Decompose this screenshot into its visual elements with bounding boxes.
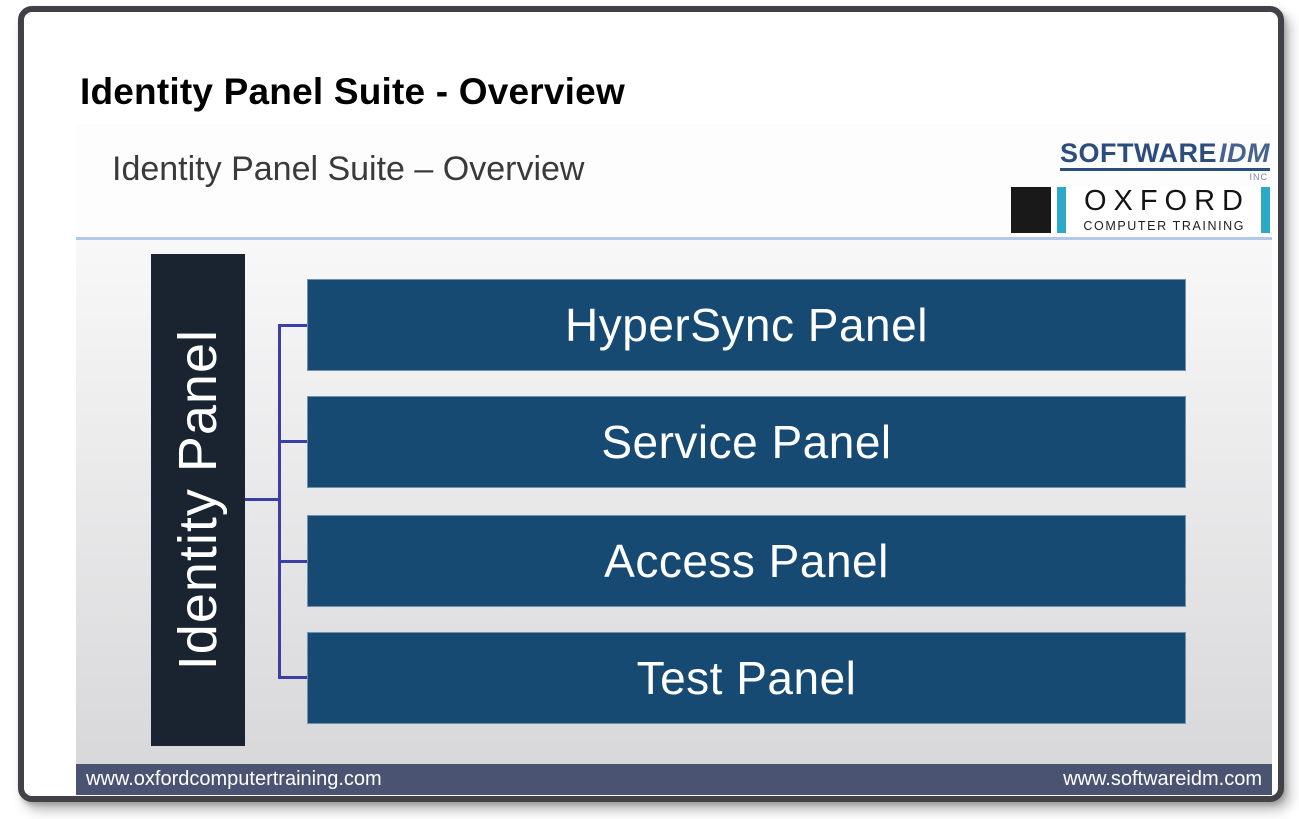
- logo-group: SOFTWARE IDM INC OXFORD COMPUTER TRAININ…: [1010, 140, 1270, 233]
- oxford-logo-text: OXFORD COMPUTER TRAINING: [1072, 187, 1255, 233]
- oxford-computer-training-logo: OXFORD COMPUTER TRAINING: [1010, 187, 1270, 233]
- diagram-node-test-panel: Test Panel: [307, 632, 1186, 724]
- slide-header: Identity Panel Suite – Overview SOFTWARE…: [76, 124, 1272, 237]
- slide-footer-bar: www.oxfordcomputertraining.com www.softw…: [76, 764, 1272, 795]
- connector-branch-3: [278, 560, 307, 563]
- connector-stem: [245, 498, 278, 501]
- connector-branch-1: [278, 324, 307, 327]
- oxford-logo-subtitle: COMPUTER TRAINING: [1083, 219, 1246, 234]
- connector-trunk: [278, 324, 281, 679]
- header-divider-rule: [76, 237, 1272, 240]
- oxford-logo-name: OXFORD: [1083, 185, 1250, 218]
- softwareidm-logo: SOFTWARE IDM INC: [1060, 140, 1270, 182]
- oxford-logo-left-bar-icon: [1056, 187, 1066, 233]
- slide-title: Identity Panel Suite – Overview: [112, 150, 585, 188]
- diagram-root-node: Identity Panel: [151, 254, 245, 746]
- softwareidm-wordmark: SOFTWARE IDM: [1060, 140, 1270, 171]
- diagram-node-access-panel: Access Panel: [307, 515, 1186, 607]
- softwareidm-inc-text: INC: [1249, 172, 1268, 182]
- diagram-area: Identity Panel HyperSync Panel Service P…: [76, 240, 1272, 764]
- oxford-logo-square-icon: [1010, 187, 1051, 233]
- slide-page-frame: Identity Panel Suite - Overview Identity…: [18, 6, 1284, 802]
- footer-left-url: www.oxfordcomputertraining.com: [86, 768, 382, 790]
- softwareidm-brand-text: SOFTWARE: [1060, 138, 1217, 168]
- footer-right-url: www.softwareidm.com: [1063, 768, 1262, 790]
- diagram-root-label: Identity Panel: [168, 329, 228, 671]
- connector-branch-2: [278, 440, 307, 443]
- slide: Identity Panel Suite – Overview SOFTWARE…: [76, 124, 1272, 795]
- diagram-node-service-panel: Service Panel: [307, 396, 1186, 488]
- oxford-logo-right-bar-icon: [1261, 187, 1270, 233]
- connector-branch-4: [278, 676, 307, 679]
- diagram-node-hypersync-panel: HyperSync Panel: [307, 279, 1186, 371]
- softwareidm-idm-text: IDM: [1219, 138, 1270, 168]
- page-title: Identity Panel Suite - Overview: [80, 70, 625, 112]
